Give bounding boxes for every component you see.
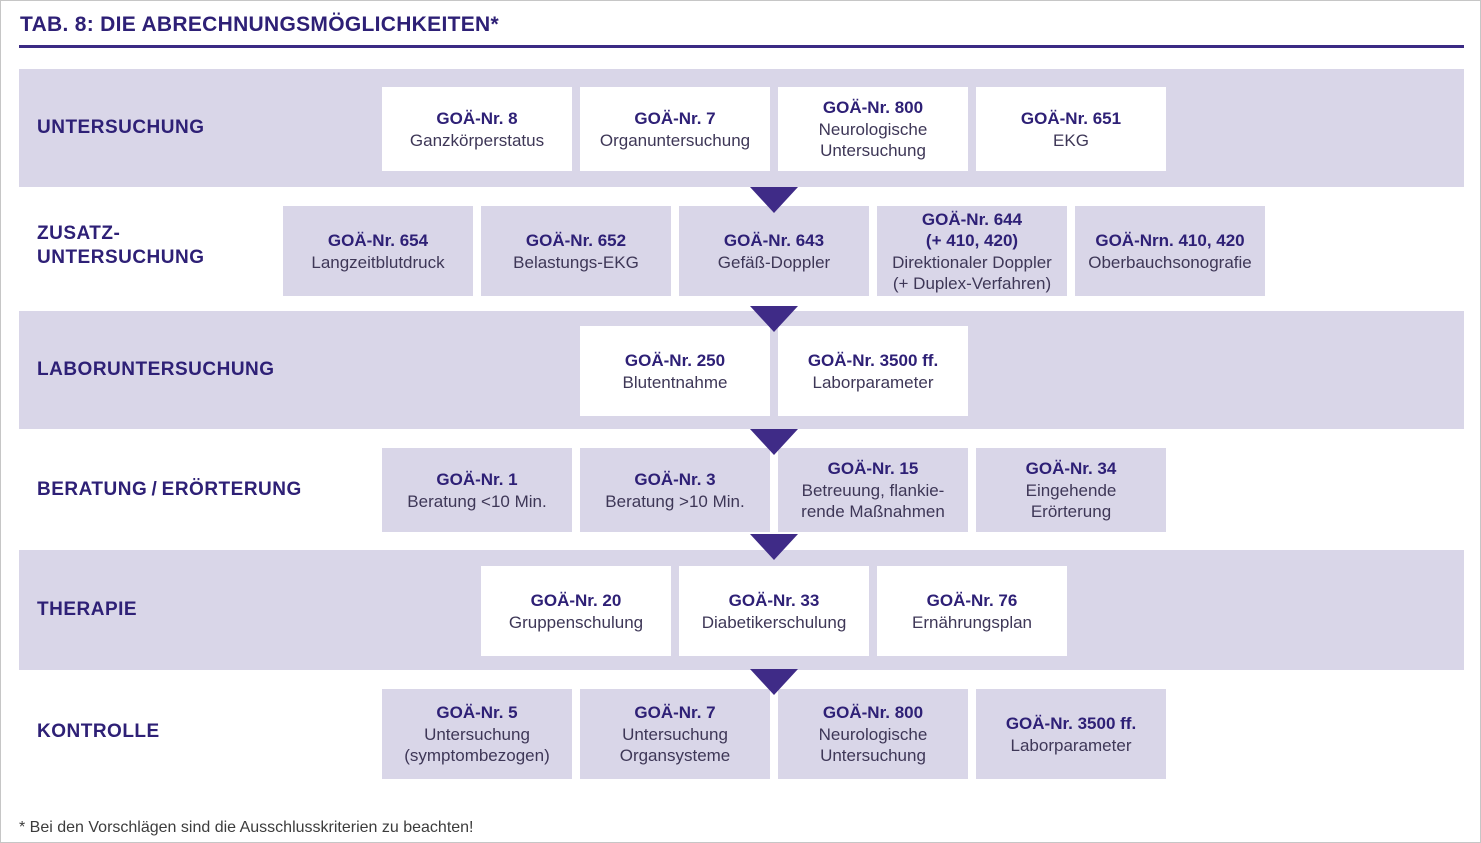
arrow-down-icon — [750, 534, 798, 560]
goa-description: Untersuchung Organsysteme — [619, 725, 731, 765]
goa-description: Gruppenschulung — [508, 612, 644, 632]
goa-description: Betreuung, flankie- rende Maßnahmen — [801, 481, 945, 521]
footnote: * Bei den Vorschlägen sind die Ausschlus… — [19, 819, 474, 836]
goa-code: GOÄ-Nr. 3500 ff. — [807, 350, 939, 370]
goa-card: GOÄ-Nr. 652 Belastungs-EKG — [481, 206, 671, 296]
goa-card: GOÄ-Nr. 800 Neurologische Untersuchung — [778, 87, 968, 171]
card-strip-kontrolle: GOÄ-Nr. 5 Untersuchung (symptombezogen) … — [382, 689, 1166, 779]
title-divider — [19, 45, 1464, 48]
goa-card: GOÄ-Nr. 3500 ff. Laborparameter — [976, 689, 1166, 779]
goa-code: GOÄ-Nr. 654 — [327, 230, 429, 250]
goa-code: GOÄ-Nr. 15 — [827, 459, 919, 478]
goa-card: GOÄ-Nr. 250 Blutentnahme — [580, 326, 770, 416]
goa-card: GOÄ-Nr. 15 Betreuung, flankie- rende Maß… — [778, 448, 968, 532]
goa-card: GOÄ-Nr. 643 Gefäß-Doppler — [679, 206, 869, 296]
goa-card: GOÄ-Nr. 651 EKG — [976, 87, 1166, 171]
goa-card: GOÄ-Nr. 33 Diabetikerschulung — [679, 566, 869, 656]
arrow-down-icon — [750, 306, 798, 332]
goa-card: GOÄ-Nr. 3500 ff. Laborparameter — [778, 326, 968, 416]
page-title: TAB. 8: DIE ABRECHNUNGSMÖGLICHKEITEN* — [20, 13, 499, 36]
goa-description: Langzeitblutdruck — [311, 252, 445, 272]
goa-card: GOÄ-Nr. 3 Beratung >10 Min. — [580, 448, 770, 532]
arrow-down-icon — [750, 669, 798, 695]
goa-card: GOÄ-Nr. 34 Eingehende Erörterung — [976, 448, 1166, 532]
row-label-untersuchung: UNTERSUCHUNG — [37, 117, 205, 138]
goa-description: Untersuchung (symptombezogen) — [404, 725, 550, 765]
card-strip-untersuchung: GOÄ-Nr. 8 Ganzkörperstatus GOÄ-Nr. 7 Org… — [382, 87, 1166, 171]
goa-code: GOÄ-Nr. 652 — [525, 230, 627, 250]
goa-description: Laborparameter — [1010, 735, 1132, 755]
goa-card: GOÄ-Nrn. 410, 420 Oberbauchsonografie — [1075, 206, 1265, 296]
goa-description: EKG — [1053, 130, 1089, 150]
goa-description: Belastungs-EKG — [513, 252, 639, 272]
row-label-kontrolle: KONTROLLE — [37, 721, 160, 742]
goa-code: GOÄ-Nr. 644 (+ 410, 420) — [921, 209, 1023, 250]
row-label-zusatz-untersuchung: ZUSATZ- UNTERSUCHUNG — [37, 223, 205, 268]
goa-card: GOÄ-Nr. 654 Langzeitblutdruck — [283, 206, 473, 296]
goa-description: Oberbauchsonografie — [1088, 252, 1252, 272]
goa-card: GOÄ-Nr. 7 Untersuchung Organsysteme — [580, 689, 770, 779]
goa-card: GOÄ-Nr. 7 Organuntersuchung — [580, 87, 770, 171]
arrow-down-icon — [750, 429, 798, 455]
goa-card: GOÄ-Nr. 20 Gruppenschulung — [481, 566, 671, 656]
goa-card: GOÄ-Nr. 644 (+ 410, 420) Direktionaler D… — [877, 206, 1067, 296]
row-label-laboruntersuchung: LABORUNTERSUCHUNG — [37, 359, 275, 380]
goa-code: GOÄ-Nr. 7 — [634, 703, 716, 722]
goa-description: Ganzkörperstatus — [409, 130, 545, 150]
goa-code: GOÄ-Nr. 76 — [926, 590, 1018, 610]
goa-description: Blutentnahme — [622, 372, 728, 392]
goa-description: Neurologische Untersuchung — [818, 725, 928, 765]
goa-description: Organuntersuchung — [599, 130, 751, 150]
goa-code: GOÄ-Nr. 34 — [1025, 459, 1117, 478]
card-strip-laboruntersuchung: GOÄ-Nr. 250 Blutentnahme GOÄ-Nr. 3500 ff… — [580, 326, 968, 416]
goa-code: GOÄ-Nr. 643 — [723, 230, 825, 250]
goa-code: GOÄ-Nr. 651 — [1020, 108, 1122, 128]
goa-code: GOÄ-Nr. 20 — [530, 590, 622, 610]
goa-description: Beratung <10 Min. — [407, 491, 547, 511]
goa-description: Laborparameter — [812, 372, 934, 392]
goa-card: GOÄ-Nr. 8 Ganzkörperstatus — [382, 87, 572, 171]
goa-card: GOÄ-Nr. 5 Untersuchung (symptombezogen) — [382, 689, 572, 779]
goa-code: GOÄ-Nr. 3500 ff. — [1005, 713, 1137, 733]
goa-card: GOÄ-Nr. 76 Ernährungsplan — [877, 566, 1067, 656]
goa-code: GOÄ-Nr. 7 — [634, 108, 716, 128]
card-strip-beratung-eroerterung: GOÄ-Nr. 1 Beratung <10 Min. GOÄ-Nr. 3 Be… — [382, 448, 1166, 532]
goa-description: Neurologische Untersuchung — [818, 120, 928, 160]
goa-card: GOÄ-Nr. 800 Neurologische Untersuchung — [778, 689, 968, 779]
goa-card: GOÄ-Nr. 1 Beratung <10 Min. — [382, 448, 572, 532]
goa-description: Ernährungsplan — [911, 612, 1033, 632]
goa-code: GOÄ-Nr. 1 — [436, 469, 518, 489]
goa-code: GOÄ-Nr. 3 — [634, 469, 716, 489]
goa-code: GOÄ-Nr. 5 — [436, 703, 518, 722]
goa-description: Eingehende Erörterung — [1025, 481, 1117, 521]
goa-description: Direktionaler Doppler (+ Duplex-Verfahre… — [892, 252, 1052, 293]
row-label-beratung-eroerterung: BERATUNG / ERÖRTERUNG — [37, 479, 302, 500]
goa-description: Gefäß-Doppler — [717, 252, 831, 272]
goa-code: GOÄ-Nr. 800 — [822, 98, 924, 117]
goa-code: GOÄ-Nr. 800 — [822, 703, 924, 722]
goa-description: Diabetikerschulung — [701, 612, 847, 632]
goa-code: GOÄ-Nrn. 410, 420 — [1095, 230, 1245, 250]
arrow-down-icon — [750, 187, 798, 213]
goa-code: GOÄ-Nr. 33 — [728, 590, 820, 610]
goa-description: Beratung >10 Min. — [605, 491, 745, 511]
card-strip-therapie: GOÄ-Nr. 20 Gruppenschulung GOÄ-Nr. 33 Di… — [481, 566, 1067, 656]
row-label-therapie: THERAPIE — [37, 599, 138, 620]
goa-code: GOÄ-Nr. 8 — [436, 108, 518, 128]
card-strip-zusatz-untersuchung: GOÄ-Nr. 654 Langzeitblutdruck GOÄ-Nr. 65… — [283, 206, 1265, 296]
goa-code: GOÄ-Nr. 250 — [624, 350, 726, 370]
